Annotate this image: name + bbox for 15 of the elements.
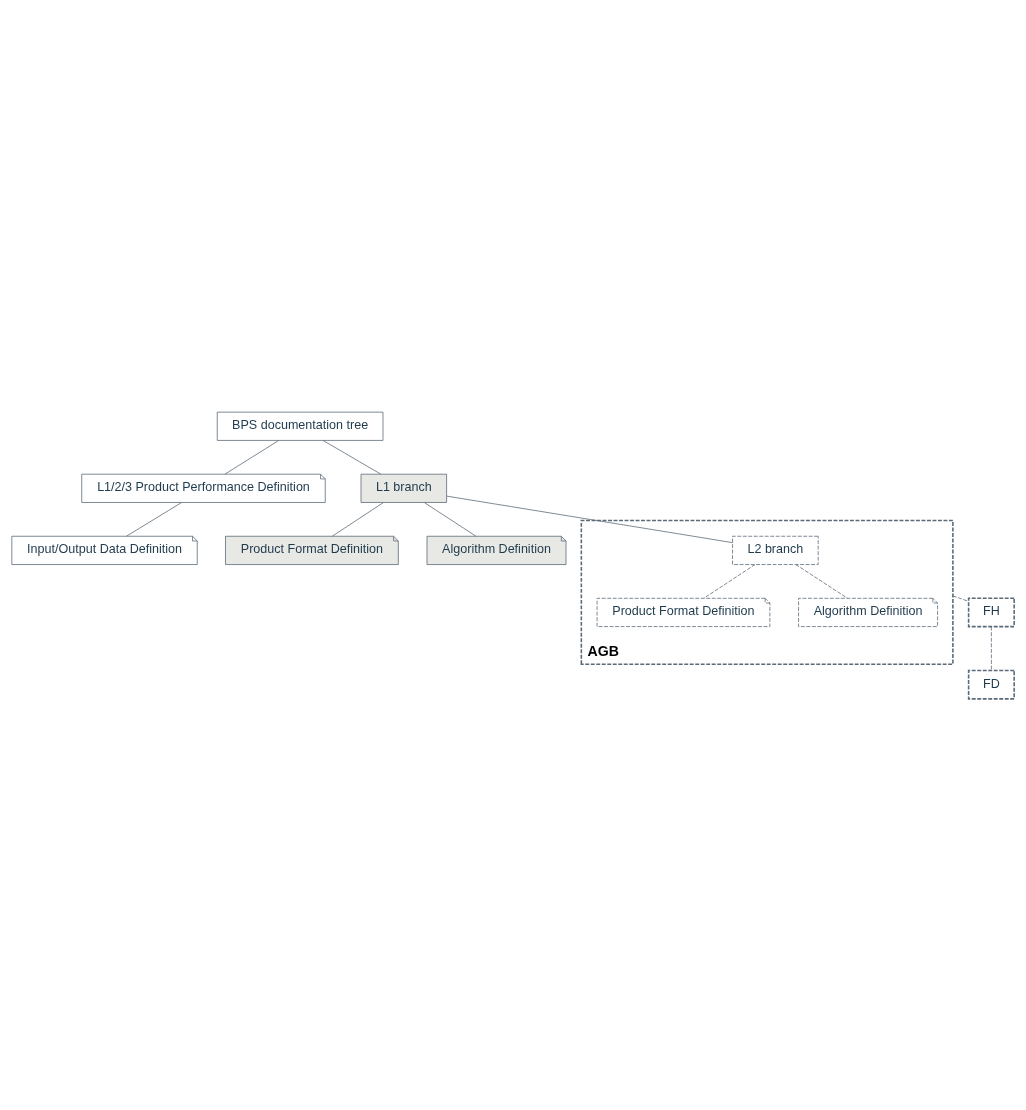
node-box: BPS documentation tree: [216, 411, 384, 441]
connector: [991, 625, 992, 671]
connector: [703, 563, 756, 599]
connector: [795, 563, 848, 599]
node-box: L1 branch: [360, 473, 447, 503]
connector: [322, 439, 382, 475]
connector: [446, 495, 733, 543]
connector: [952, 595, 969, 602]
node-box: FD: [967, 669, 1015, 700]
connector: [224, 439, 280, 475]
node-box: L2 branch: [732, 535, 819, 565]
node-box: FH: [967, 597, 1015, 627]
connector: [331, 501, 384, 537]
connector: [424, 501, 477, 537]
connector: [126, 501, 182, 537]
